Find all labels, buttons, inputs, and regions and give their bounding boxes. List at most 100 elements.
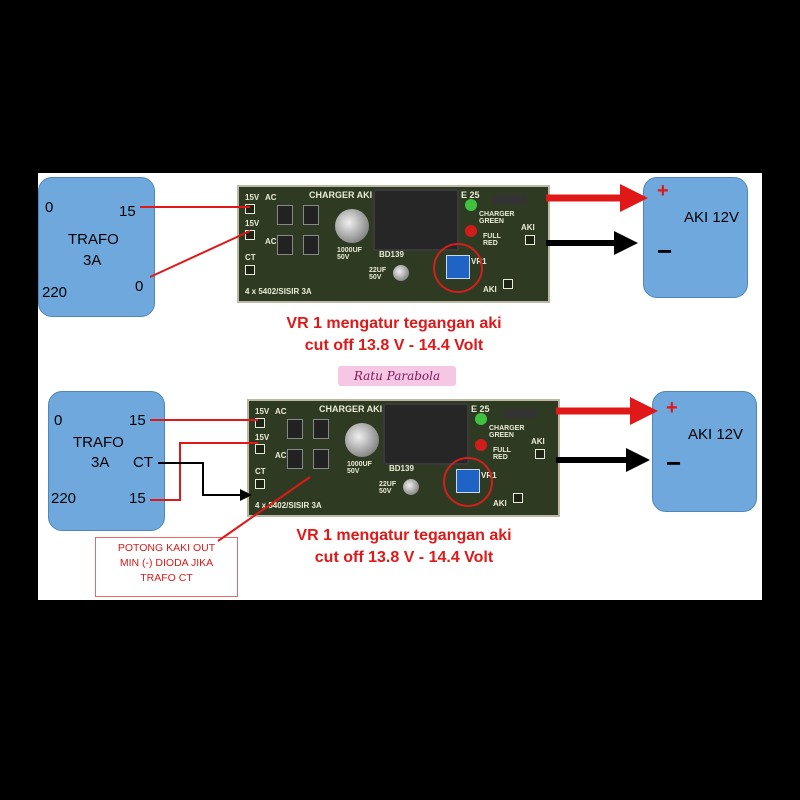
battery-minus-sign-b: −	[666, 448, 682, 478]
pcb-ct-label: CT	[245, 253, 256, 262]
pcb-part-code: E 25	[461, 190, 480, 200]
caption-top: VR 1 mengatur tegangan aki cut off 13.8 …	[244, 313, 544, 357]
trafo-tap-ct: CT	[133, 454, 153, 471]
note-line-2: MIN (-) DIODA JIKA	[119, 557, 214, 569]
pcb-ac-label: AC	[275, 407, 287, 416]
vr-highlight-ring	[443, 457, 493, 507]
pcb-tap-15v-b: 15V	[255, 433, 270, 442]
bridge-diode-4	[303, 235, 319, 255]
bridge-diode-3	[303, 205, 319, 225]
pcb-ac2-label: AC	[275, 451, 287, 460]
pcb-tap-15v: 15V	[255, 407, 270, 416]
pcb-pad-aki-plus	[535, 449, 545, 459]
battery-minus-sign: −	[657, 236, 673, 266]
trafo-box-bottom: 0 15 TRAFO 3A CT 220 15	[48, 391, 165, 531]
relay	[383, 403, 469, 465]
pcb-ac-label: AC	[265, 193, 277, 202]
pcb-transistor-label: BD139	[379, 250, 404, 259]
vr-highlight-ring	[433, 243, 483, 293]
trafo-tap-0-b: 0	[54, 412, 63, 429]
pcb-cap2-label: 22UF 50V	[379, 481, 397, 495]
trafo-tap-220: 220	[42, 284, 68, 301]
pcb-pad-ct	[255, 479, 265, 489]
pcb-pad-ct	[245, 265, 255, 275]
wires-layer	[140, 184, 658, 542]
pcb-part-code: E 25	[471, 404, 490, 414]
trafo-tap-15-b: 15	[129, 412, 146, 429]
pcb-diodes-label: 4 x 5402/SISIR 3A	[245, 287, 312, 296]
output-diode	[503, 409, 537, 418]
bridge-diode-2	[277, 235, 293, 255]
bridge-diode-1	[277, 205, 293, 225]
caption-line-2: cut off 13.8 V - 14.4 Volt	[304, 337, 484, 354]
pcb-diodes-label: 4 x 5402/SISIR 3A	[255, 501, 322, 510]
output-diode	[493, 195, 527, 204]
pcb-led-green-label: CHARGER GREEN	[479, 211, 515, 225]
battery-label-b: AKI 12V	[688, 426, 744, 443]
note-line-1: POTONG KAKI OUT	[117, 542, 216, 554]
trafo-rating-b: 3A	[91, 454, 110, 471]
trafo-tap-15b: 15	[129, 490, 146, 507]
pcb-transistor-label: BD139	[389, 464, 414, 473]
wire-bot-ct	[158, 462, 252, 501]
trafo-tap-0: 0	[45, 199, 54, 216]
ct-note-box: POTONG KAKI OUT MIN (-) DIODA JIKA TRAFO…	[95, 537, 238, 597]
pcb-aki-plus-label: AKI	[531, 437, 545, 446]
pcb-pad-aki-plus	[525, 235, 535, 245]
pcb-pad-aki-minus	[513, 493, 523, 503]
caption-line-2-b: cut off 13.8 V - 14.4 Volt	[314, 549, 494, 566]
caption-line-1-b: VR 1 mengatur tegangan aki	[296, 527, 512, 544]
led-green	[475, 413, 487, 425]
bridge-diode-1	[287, 419, 303, 439]
battery-plus-sign: +	[657, 180, 669, 202]
trafo-tap-220-b: 220	[51, 490, 77, 507]
pcb-ac2-label: AC	[265, 237, 277, 246]
note-line-3: TRAFO CT	[140, 572, 193, 584]
diagram-canvas: 0 15 TRAFO 3A 0 220 15V AC CHARGER AKI E…	[38, 173, 762, 600]
trafo-box-top: 0 15 TRAFO 3A 0 220	[38, 177, 155, 317]
pcb-aki-plus-label: AKI	[521, 223, 535, 232]
capacitor-22uf	[403, 479, 419, 495]
pcb-pad-15v-b	[255, 444, 265, 454]
led-red	[475, 439, 487, 451]
capacitor-1000uf	[345, 423, 379, 457]
pcb-title: CHARGER AKI	[309, 190, 373, 200]
pcb-title: CHARGER AKI	[319, 404, 383, 414]
battery-label: AKI 12V	[684, 209, 740, 226]
capacitor-1000uf	[335, 209, 369, 243]
pcb-ct-label: CT	[255, 467, 266, 476]
wire-bot-15b	[150, 442, 258, 501]
watermark: Ratu Parabola	[338, 366, 456, 386]
trafo-tap-out-0: 0	[135, 278, 144, 295]
pcb-aki-minus-label: AKI	[483, 285, 497, 294]
battery-box-bottom: + AKI 12V −	[652, 391, 757, 512]
trafo-tap-15: 15	[119, 203, 136, 220]
caption-line-1: VR 1 mengatur tegangan aki	[286, 315, 502, 332]
battery-plus-sign-b: +	[666, 397, 678, 419]
pcb-tap-15v: 15V	[245, 193, 260, 202]
caption-bottom: VR 1 mengatur tegangan aki cut off 13.8 …	[254, 525, 554, 569]
bridge-diode-3	[313, 419, 329, 439]
pcb-pad-15v	[255, 418, 265, 428]
pcb-cap2-label: 22UF 50V	[369, 267, 387, 281]
battery-box-top: + AKI 12V −	[643, 177, 748, 298]
note-pointer-line	[217, 476, 311, 542]
trafo-rating: 3A	[83, 252, 102, 269]
pcb-pad-15v	[245, 204, 255, 214]
pcb-led-red-label: FULL RED	[493, 447, 511, 461]
pcb-tap-15v-b: 15V	[245, 219, 260, 228]
pcb-board-bottom: 15V AC CHARGER AKI E 25 15V AC CT 4 x 54…	[247, 399, 560, 517]
pcb-cap1-label: 1000UF 50V	[347, 461, 372, 475]
pcb-cap1-label: 1000UF 50V	[337, 247, 362, 261]
pcb-aki-minus-label: AKI	[493, 499, 507, 508]
relay	[373, 189, 459, 251]
trafo-label: TRAFO	[68, 231, 119, 248]
bridge-diode-2	[287, 449, 303, 469]
pcb-pad-aki-minus	[503, 279, 513, 289]
led-green	[465, 199, 477, 211]
pcb-board-top: 15V AC CHARGER AKI E 25 15V AC CT 4 x 54…	[237, 185, 550, 303]
led-red	[465, 225, 477, 237]
pcb-led-red-label: FULL RED	[483, 233, 501, 247]
pcb-led-green-label: CHARGER GREEN	[489, 425, 525, 439]
wire-top-0	[149, 230, 251, 278]
